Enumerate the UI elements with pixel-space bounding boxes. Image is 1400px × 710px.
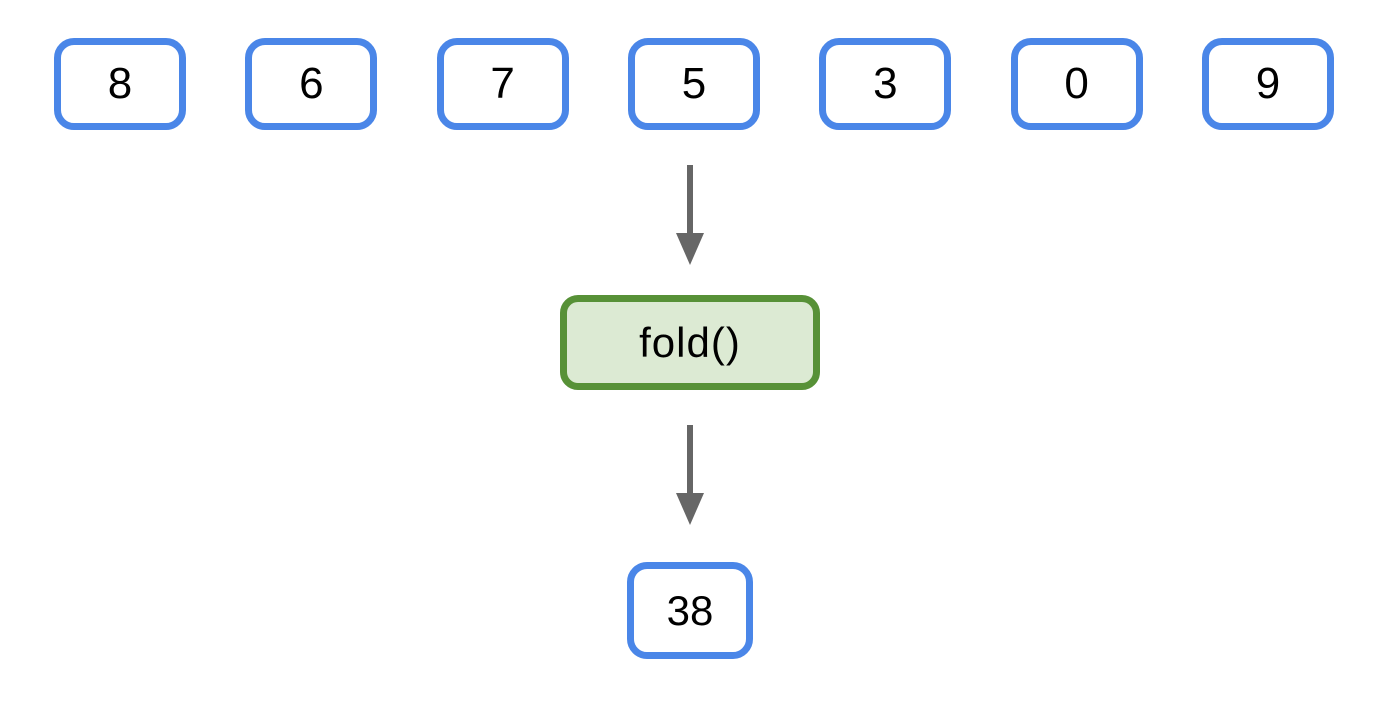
- input-row: 8 6 7 5 3 0 9: [54, 38, 1334, 130]
- fold-operation-box: fold(): [560, 295, 820, 390]
- input-box: 6: [245, 38, 378, 130]
- input-box: 8: [54, 38, 186, 130]
- input-box: 7: [436, 38, 569, 130]
- input-box: 5: [627, 38, 760, 130]
- input-box: 3: [819, 38, 952, 130]
- arrow-down-icon: [676, 425, 704, 525]
- input-box: 9: [1201, 38, 1334, 130]
- arrow-down-icon: [676, 165, 704, 265]
- input-box: 0: [1010, 38, 1143, 130]
- result-box: 38: [627, 562, 753, 659]
